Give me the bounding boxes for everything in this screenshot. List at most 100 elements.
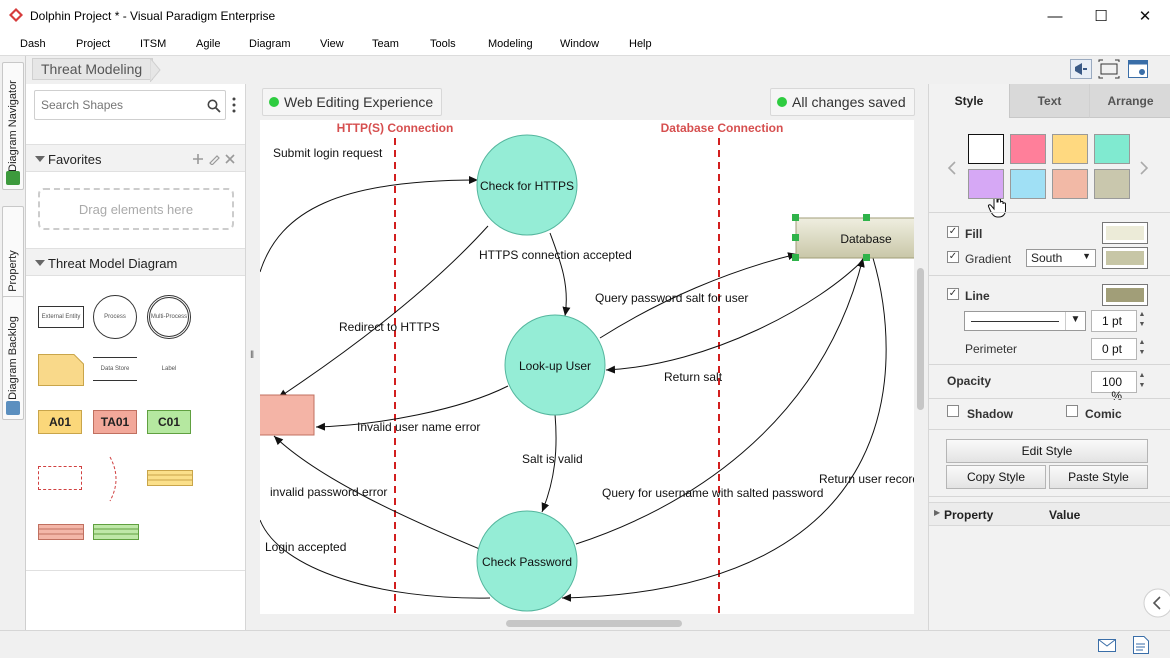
line-color-button[interactable] <box>1102 284 1148 306</box>
favorites-header[interactable]: Favorites <box>26 144 245 172</box>
menu-help[interactable]: Help <box>629 38 652 50</box>
close-button[interactable]: ✕ <box>1138 8 1152 25</box>
stencil-trust-boundary-curve[interactable] <box>108 456 122 502</box>
stencil-trust-boundary-box[interactable] <box>38 466 82 490</box>
breadcrumb[interactable]: Threat Modeling <box>32 58 154 80</box>
opacity-input[interactable]: 100 % <box>1091 371 1137 403</box>
perimeter-input[interactable]: 0 pt <box>1091 338 1137 360</box>
flow-invalid-password[interactable] <box>273 435 483 551</box>
flow-return-salt[interactable] <box>605 257 866 374</box>
flow-query-salt[interactable] <box>599 252 798 339</box>
menu-window[interactable]: Window <box>560 38 600 50</box>
favorites-dropzone[interactable]: Drag elements here <box>38 188 234 230</box>
vertical-scrollbar[interactable] <box>917 268 924 410</box>
stencil-ta01[interactable]: TA01 <box>93 410 137 434</box>
threat-model-diagram-header[interactable]: Threat Model Diagram <box>26 248 245 276</box>
panel-layout-icon[interactable] <box>1127 59 1149 79</box>
maximize-button[interactable]: ☐ <box>1094 8 1108 25</box>
fit-page-icon[interactable] <box>1098 59 1120 79</box>
flow-redirect[interactable] <box>277 225 489 399</box>
menu-modeling[interactable]: Modeling <box>488 38 533 50</box>
tab-diagram-navigator[interactable]: Diagram Navigator <box>2 62 24 190</box>
color-swatch[interactable] <box>1052 134 1088 164</box>
announce-icon[interactable] <box>1070 59 1092 79</box>
menu-project[interactable]: Project <box>76 38 111 50</box>
fill-color-button[interactable] <box>1102 222 1148 244</box>
color-swatch[interactable] <box>1010 134 1046 164</box>
tab-diagram-backlog[interactable]: Diagram Backlog <box>2 296 24 420</box>
stencil-table-green[interactable] <box>93 524 139 540</box>
stencil-c01[interactable]: C01 <box>147 410 191 434</box>
external-entity-user[interactable] <box>260 394 315 436</box>
diagram-svg[interactable]: HTTP(S) Connection Database Connection C… <box>260 120 914 614</box>
color-swatch[interactable] <box>968 169 1004 199</box>
flow-https-accepted[interactable] <box>549 232 571 317</box>
perimeter-stepper[interactable]: ▲▼ <box>1138 339 1146 356</box>
line-checkbox[interactable]: ✓ <box>947 288 959 300</box>
diagram-canvas[interactable]: HTTP(S) Connection Database Connection C… <box>260 120 914 614</box>
mail-icon[interactable] <box>1098 639 1116 652</box>
collapse-panel-icon[interactable] <box>1143 588 1170 618</box>
gradient-direction-select[interactable]: South ▼ <box>1026 249 1096 267</box>
process-check-https[interactable] <box>476 134 578 236</box>
stencil-data-store[interactable]: Data Store <box>93 357 137 381</box>
chevron-right-icon[interactable] <box>1139 160 1149 176</box>
flow-salt-valid[interactable] <box>541 413 557 513</box>
edit-style-button[interactable]: Edit Style <box>946 439 1148 463</box>
horizontal-scrollbar[interactable] <box>506 620 682 627</box>
flow-submit[interactable] <box>260 176 479 273</box>
web-editing-badge[interactable]: Web Editing Experience <box>262 88 443 116</box>
process-check-password[interactable] <box>476 510 578 612</box>
menu-tools[interactable]: Tools <box>430 38 456 50</box>
shadow-checkbox[interactable] <box>947 405 959 417</box>
stencil-a01[interactable]: A01 <box>38 410 82 434</box>
stencil-table-yellow[interactable] <box>147 470 193 486</box>
color-swatch[interactable] <box>1094 169 1130 199</box>
stencil-table-red[interactable] <box>38 524 84 540</box>
minimize-button[interactable]: — <box>1047 7 1063 25</box>
color-swatch[interactable] <box>1094 134 1130 164</box>
opacity-stepper[interactable]: ▲▼ <box>1138 372 1146 389</box>
process-lookup-user[interactable] <box>504 314 606 416</box>
edit-favorite-icon[interactable] <box>208 153 220 165</box>
document-icon[interactable] <box>1133 636 1149 654</box>
tab-text[interactable]: Text <box>1009 84 1090 118</box>
search-icon[interactable] <box>207 99 221 113</box>
menu-agile[interactable]: Agile <box>196 38 221 50</box>
more-options-icon[interactable] <box>231 97 237 113</box>
stencil-multi-process[interactable]: Multi-Process <box>147 295 191 339</box>
chevron-left-icon[interactable] <box>947 160 957 176</box>
line-width-input[interactable]: 1 pt <box>1091 310 1137 332</box>
menu-diagram[interactable]: Diagram <box>249 38 291 50</box>
menu-team[interactable]: Team <box>372 38 399 50</box>
stencil-external-entity[interactable]: External Entity <box>38 306 84 328</box>
flow-login-accepted[interactable] <box>260 519 491 599</box>
add-favorite-icon[interactable] <box>192 153 204 165</box>
flow-query-username[interactable] <box>575 257 865 545</box>
clear-favorite-icon[interactable] <box>224 153 236 165</box>
flow-invalid-user[interactable] <box>315 385 509 431</box>
search-input[interactable] <box>41 92 201 118</box>
line-width-stepper[interactable]: ▲▼ <box>1138 311 1146 328</box>
paste-style-button[interactable]: Paste Style <box>1049 465 1148 489</box>
flow-return-record[interactable] <box>561 257 887 602</box>
expand-arrow-icon[interactable]: ▶ <box>934 508 941 517</box>
gradient-color-button[interactable] <box>1102 247 1148 269</box>
color-swatch[interactable] <box>1052 169 1088 199</box>
comic-checkbox[interactable] <box>1066 405 1078 417</box>
selection-handles[interactable] <box>792 214 870 261</box>
fill-checkbox[interactable]: ✓ <box>947 226 959 238</box>
menu-itsm[interactable]: ITSM <box>140 38 167 50</box>
line-style-select[interactable]: ▼ <box>964 311 1086 331</box>
color-swatch[interactable] <box>1010 169 1046 199</box>
menu-view[interactable]: View <box>320 38 344 50</box>
tab-style[interactable]: Style <box>929 84 1009 118</box>
datastore-database[interactable] <box>795 217 914 259</box>
gradient-checkbox[interactable]: ✓ <box>947 251 959 263</box>
menu-dash[interactable]: Dash <box>20 38 46 50</box>
stencil-note[interactable] <box>38 354 84 386</box>
color-swatch[interactable] <box>968 134 1004 164</box>
tab-arrange[interactable]: Arrange <box>1090 84 1170 118</box>
stencil-label[interactable]: Label <box>161 366 177 372</box>
splitter-handle-icon[interactable]: ‖ <box>250 350 255 361</box>
